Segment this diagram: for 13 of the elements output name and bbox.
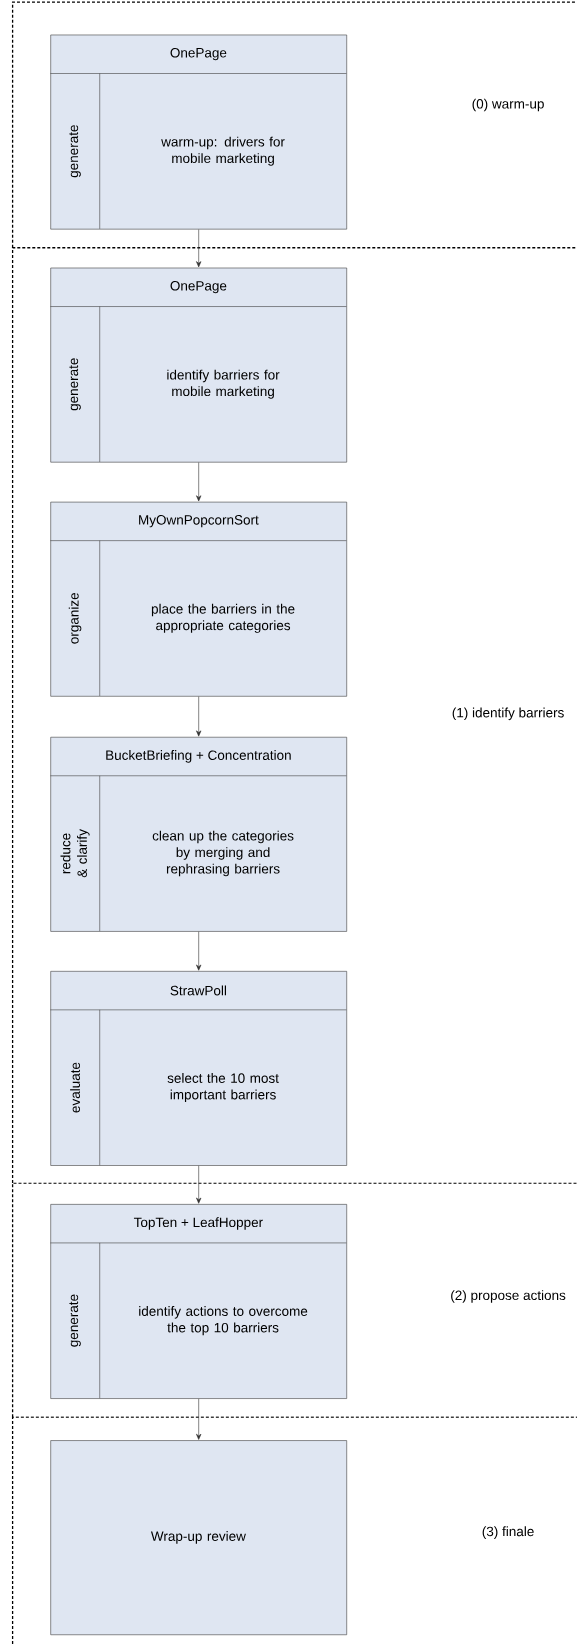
arrow bbox=[196, 1165, 202, 1204]
arrow bbox=[196, 931, 202, 971]
activity-box: StrawPoll evaluate select the 10 most important barriers bbox=[50, 971, 348, 1166]
arrow bbox=[196, 462, 202, 502]
activity-box: Wrap-up review bbox=[50, 1440, 348, 1636]
activity-box: OnePage generate identify barriers for mobile marketing bbox=[50, 267, 348, 463]
arrow bbox=[196, 229, 202, 268]
arrow bbox=[196, 1398, 202, 1440]
activity-box: BucketBriefing + Concentration reduce & clarify clean up the categories by merging and rephrasing barriers bbox=[50, 736, 348, 932]
activity-box: MyOwnPopcornSort organize place the barriers in the appropriate categories bbox=[50, 501, 348, 697]
activity-box: OnePage generate warm-up: drivers for mobile marketing bbox=[50, 34, 348, 230]
arrow bbox=[196, 696, 202, 737]
activity-box: TopTen + LeafHopper generate identify actions to overcome the top 10 barriers bbox=[50, 1204, 348, 1399]
